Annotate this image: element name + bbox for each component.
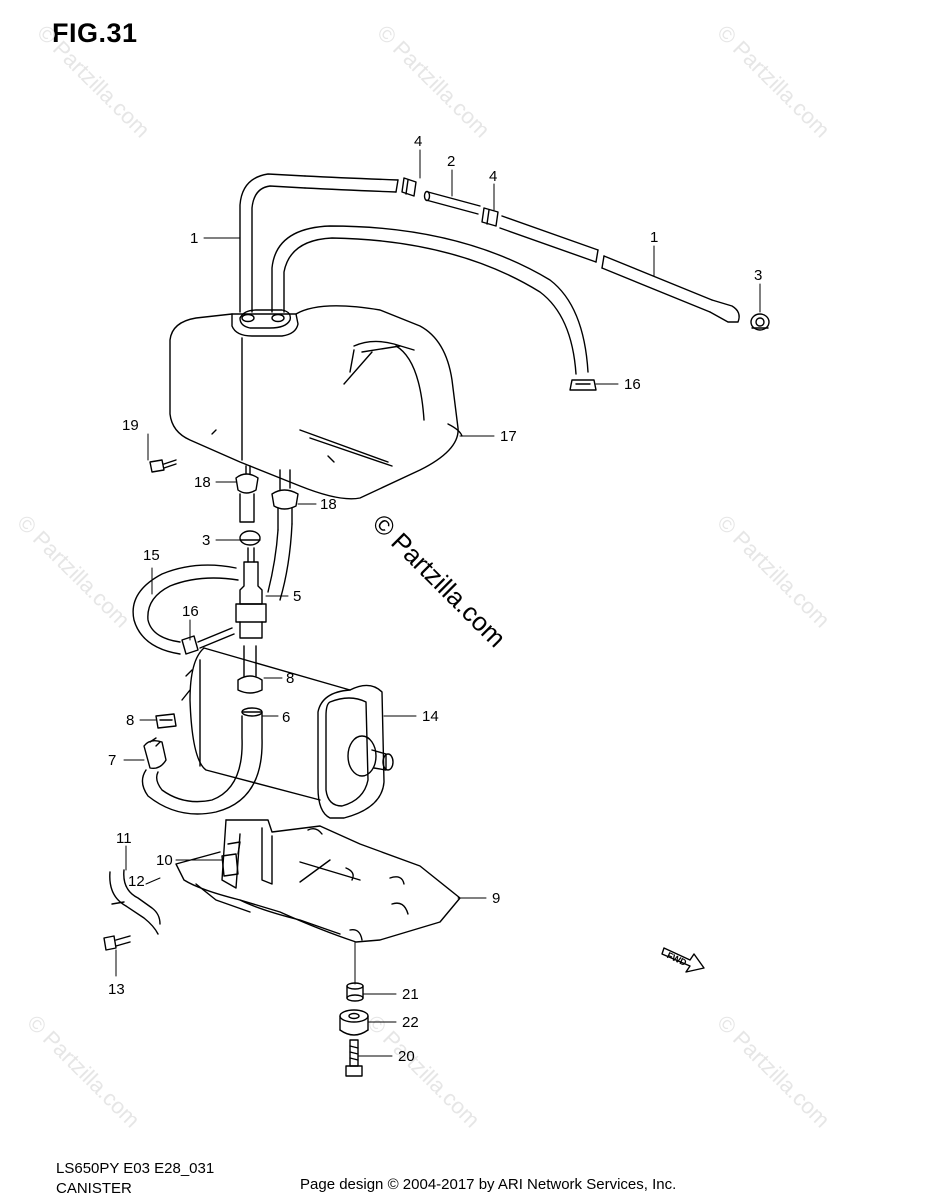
callout: 17 bbox=[500, 428, 517, 445]
vent-hose-left bbox=[239, 173, 399, 313]
bolt-13 bbox=[103, 935, 131, 951]
hose-clamp-16a bbox=[569, 379, 597, 391]
callout: 18 bbox=[320, 496, 337, 513]
hose-clamp-4a bbox=[401, 177, 417, 197]
grommet-18b bbox=[271, 469, 299, 531]
callout: 8 bbox=[286, 670, 294, 687]
callout: 10 bbox=[156, 852, 173, 869]
callout: 22 bbox=[402, 1014, 419, 1031]
spacer-21 bbox=[346, 982, 364, 1002]
fwd-arrow-icon bbox=[661, 947, 705, 973]
hose-15 bbox=[132, 564, 239, 655]
hose-clamp-4b bbox=[481, 207, 499, 227]
callout: 6 bbox=[282, 709, 290, 726]
callout: 9 bbox=[492, 890, 500, 907]
callout: 4 bbox=[414, 133, 422, 150]
callout: 15 bbox=[143, 547, 160, 564]
callout: 16 bbox=[182, 603, 199, 620]
callout: 1 bbox=[650, 229, 658, 246]
callout: 3 bbox=[202, 532, 210, 549]
callout: 21 bbox=[402, 986, 419, 1003]
hose-6 bbox=[141, 707, 263, 815]
callout: 5 bbox=[293, 588, 301, 605]
bolt-20 bbox=[345, 1039, 363, 1077]
vent-hose-right bbox=[499, 215, 740, 323]
callout: 19 bbox=[122, 417, 139, 434]
figure-title: FIG.31 bbox=[52, 18, 138, 48]
joint-pipe-2 bbox=[423, 190, 481, 215]
callout-labels: 1 1 2 3 3 4 4 5 6 7 8 8 9 10 11 12 13 14… bbox=[108, 133, 762, 1065]
callout: 7 bbox=[108, 752, 116, 769]
callout: 3 bbox=[754, 267, 762, 284]
callout: 2 bbox=[447, 153, 455, 170]
valve-5 bbox=[235, 547, 267, 639]
callout: 18 bbox=[194, 474, 211, 491]
callout: 4 bbox=[489, 168, 497, 185]
screw-19 bbox=[149, 459, 177, 473]
callout: 1 bbox=[190, 230, 198, 247]
clamp-12 bbox=[109, 869, 161, 935]
hose-clamp-8a bbox=[237, 645, 263, 694]
page-credit: Page design © 2004-2017 by ARI Network S… bbox=[300, 1176, 677, 1193]
model-code: LS650PY E03 E28_031 bbox=[56, 1160, 215, 1177]
callout: 13 bbox=[108, 981, 125, 998]
cushion-10 bbox=[221, 841, 241, 877]
callout: 14 bbox=[422, 708, 439, 725]
hose-clamp-8b bbox=[155, 713, 177, 729]
callout: 11 bbox=[116, 830, 132, 847]
hose-clamp-3a bbox=[750, 313, 770, 331]
canister-14 bbox=[181, 647, 394, 819]
fwd-label: FWD bbox=[665, 950, 688, 968]
canister-cover-17 bbox=[169, 305, 463, 500]
hose-clamp-3b bbox=[239, 530, 261, 546]
callout: 12 bbox=[128, 873, 145, 890]
callout: 16 bbox=[624, 376, 641, 393]
cushion-22 bbox=[339, 1009, 369, 1036]
bracket-9 bbox=[175, 819, 461, 943]
breather-hose-loop bbox=[271, 225, 589, 375]
hose-7 bbox=[143, 737, 167, 770]
callout: 8 bbox=[126, 712, 134, 729]
callout: 20 bbox=[398, 1048, 415, 1065]
section-name: CANISTER bbox=[56, 1180, 132, 1197]
hose-to-valve bbox=[267, 523, 293, 601]
grommet-18a bbox=[235, 465, 259, 523]
